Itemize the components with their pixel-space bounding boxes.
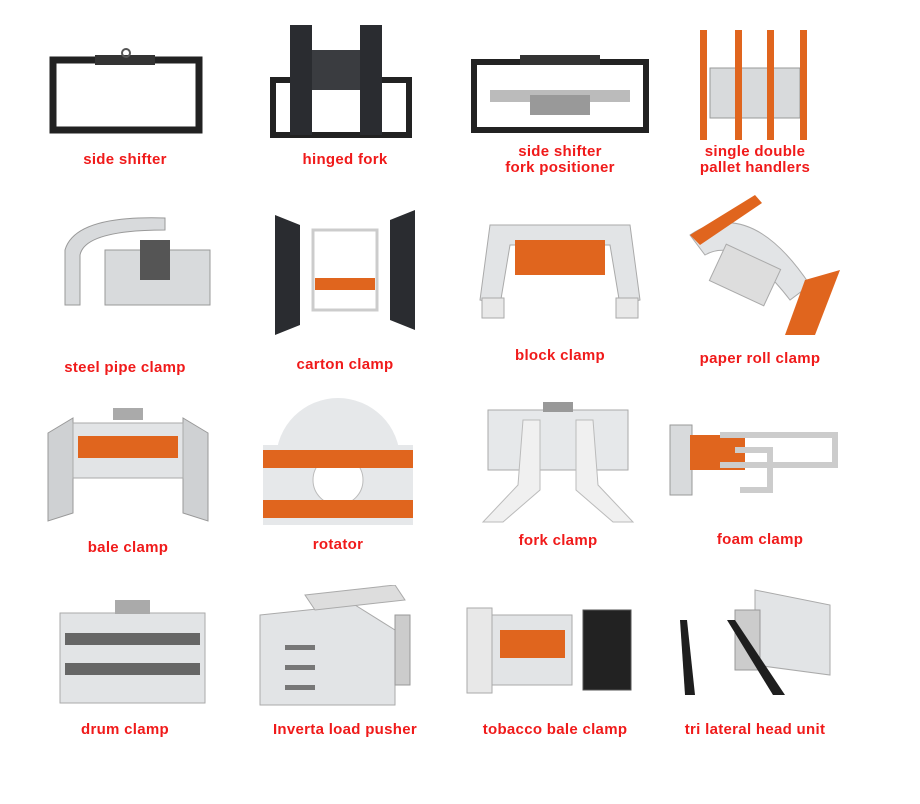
paper-roll-clamp-image: [660, 195, 860, 335]
drum-clamp-image: [25, 598, 225, 708]
product-label: rotator: [312, 536, 364, 553]
tobacco-bale-clamp-image: [455, 600, 655, 695]
steel-pipe-clamp-image: [25, 210, 225, 310]
product-label: foam clamp: [716, 531, 804, 548]
side-shifter-fork-positioner-image: [460, 50, 660, 135]
side-shifter-image: [25, 45, 225, 145]
product-label: carton clamp: [296, 356, 394, 373]
product-label: tri lateral head unit: [684, 721, 826, 738]
carton-clamp-image: [245, 210, 445, 335]
product-label: drum clamp: [80, 721, 170, 738]
bale-clamp-image: [28, 403, 228, 523]
block-clamp-image: [460, 210, 660, 325]
pallet-handlers-image: [655, 28, 855, 143]
product-label: steel pipe clamp: [64, 359, 186, 376]
product-label: Inverta load pusher: [272, 721, 418, 738]
product-label: bale clamp: [87, 539, 169, 556]
rotator-image: [238, 395, 438, 525]
product-label: tobacco bale clamp: [482, 721, 628, 738]
product-label: fork clamp: [518, 532, 598, 549]
product-label: block clamp: [515, 347, 605, 364]
fork-clamp-image: [458, 400, 658, 525]
inverta-load-pusher-image: [245, 585, 445, 710]
hinged-fork-image: [245, 25, 445, 140]
foam-clamp-image: [660, 410, 860, 500]
product-label: hinged fork: [302, 151, 388, 168]
tri-lateral-head-unit-image: [655, 585, 855, 700]
product-label: paper roll clamp: [699, 350, 821, 367]
product-label: side shifter fork positioner: [505, 143, 615, 176]
product-label: side shifter: [83, 151, 167, 168]
product-label: single double pallet handlers: [699, 143, 811, 176]
